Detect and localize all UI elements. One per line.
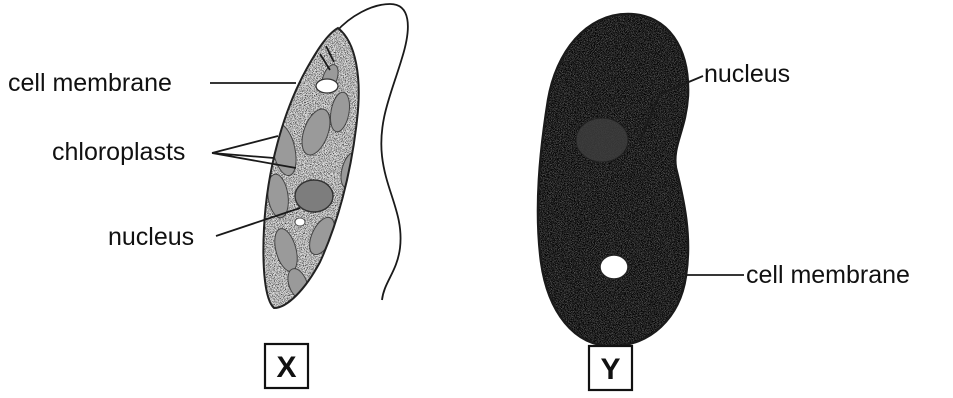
cell-y-id-label: Y [600,353,620,386]
label-x-nucleus: nucleus [108,223,194,251]
cell-x-vacuole [316,79,338,93]
cell-x-small-vacuole [295,218,305,226]
cell-x-nucleus [295,180,333,212]
cell-x-id-label: X [276,351,296,384]
cell-x-id-box: X [265,344,308,388]
cell-x-drawing [255,4,408,315]
label-y-cell-membrane: cell membrane [746,261,910,289]
label-x-cell-membrane: cell membrane [8,69,172,97]
cell-y-vacuole [600,255,628,279]
label-y-nucleus: nucleus [704,60,790,88]
label-x-chloroplasts: chloroplasts [52,138,185,166]
cell-y-drawing [530,8,700,353]
cell-y-id-box: Y [589,346,632,390]
cell-y-nucleus [576,118,628,162]
